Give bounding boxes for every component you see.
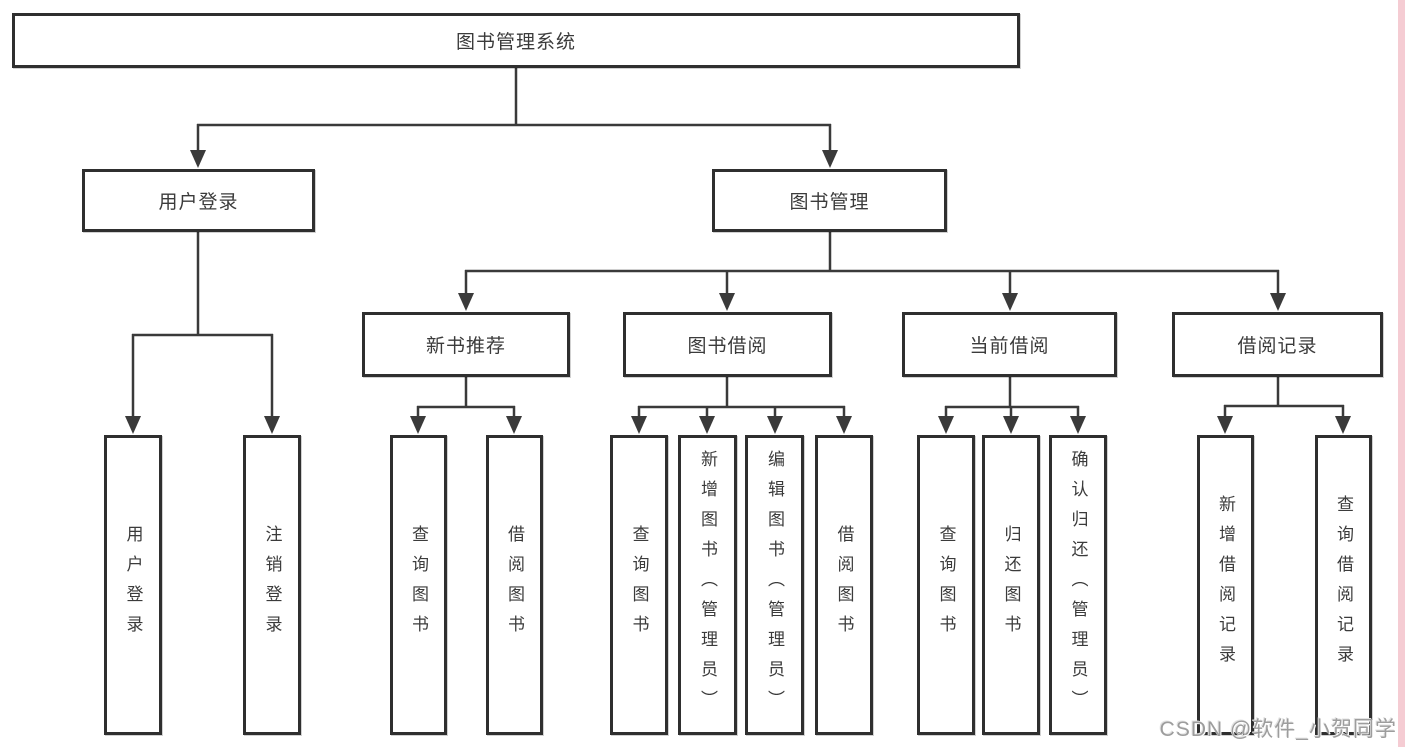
connector-root-to-level2 [190, 66, 838, 168]
connector-current-borrow-group [938, 375, 1086, 434]
leaf-query-books-2: 查询图书 [610, 435, 668, 735]
leaf-add-books-admin: 新增图书（管理员） [678, 435, 737, 735]
right-edge-pink-strip [1398, 0, 1405, 747]
leaf-user-login: 用户登录 [104, 435, 162, 735]
connector-user-login-group [125, 230, 280, 434]
node-current-borrow: 当前借阅 [902, 312, 1117, 377]
leaf-query-borrow-record: 查询借阅记录 [1315, 435, 1372, 735]
connector-book-management-group [458, 230, 1286, 311]
connector-new-book-group [410, 375, 522, 434]
leaf-query-books-3: 查询图书 [917, 435, 975, 735]
node-book-management: 图书管理 [712, 169, 947, 232]
connector-borrow-records-group [1217, 375, 1351, 434]
leaf-confirm-return-admin: 确认归还（管理员） [1049, 435, 1107, 735]
node-book-borrow: 图书借阅 [623, 312, 832, 377]
leaf-add-borrow-record: 新增借阅记录 [1197, 435, 1254, 735]
leaf-borrow-books: 借阅图书 [486, 435, 543, 735]
leaf-logout: 注销登录 [243, 435, 301, 735]
leaf-return-books: 归还图书 [982, 435, 1040, 735]
node-user-login: 用户登录 [82, 169, 315, 232]
node-borrow-records: 借阅记录 [1172, 312, 1383, 377]
connector-book-borrow-group [631, 375, 852, 434]
leaf-edit-books-admin: 编辑图书（管理员） [745, 435, 804, 735]
leaf-borrow-books-2: 借阅图书 [815, 435, 873, 735]
csdn-watermark: CSDN @软件_小贺同学 [1159, 718, 1397, 741]
leaf-query-books: 查询图书 [390, 435, 447, 735]
node-book-management-system: 图书管理系统 [12, 13, 1020, 68]
node-new-book-recommend: 新书推荐 [362, 312, 570, 377]
